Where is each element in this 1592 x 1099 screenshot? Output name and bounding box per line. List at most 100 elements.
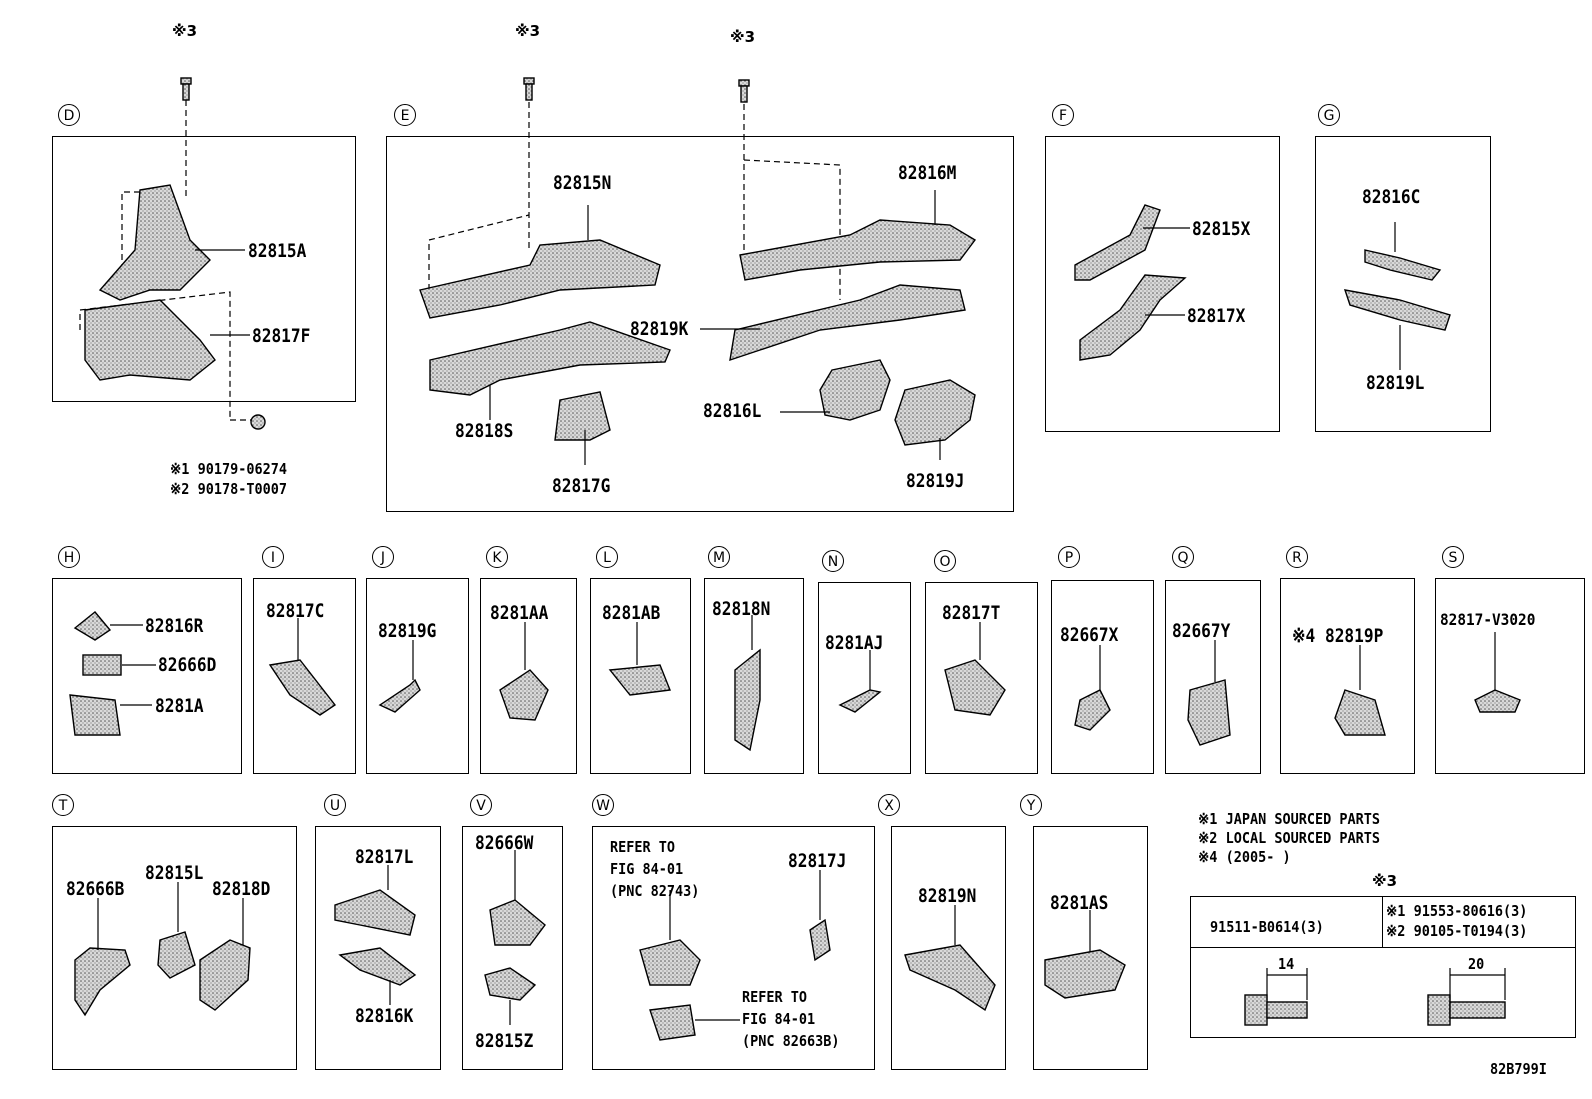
part-number: 8281AS	[1050, 892, 1109, 914]
bolt-part-right: ※2 90105-T0194(3)	[1386, 922, 1528, 940]
part-number: 82815X	[1192, 218, 1251, 240]
section-n-box	[818, 582, 911, 774]
ref-note: ※3	[730, 28, 756, 46]
part-number: 8281AA	[490, 602, 549, 624]
part-82818n-shape	[734, 648, 761, 752]
section-q-box	[1165, 580, 1261, 774]
section-l-box	[590, 578, 691, 774]
part-number: ※4 82819P	[1292, 625, 1384, 647]
section-o-letter: O	[934, 550, 956, 572]
part-82815a-shape	[98, 184, 211, 301]
section-e-letter: E	[394, 104, 416, 126]
section-m-box	[704, 578, 804, 774]
part-number: 82815N	[553, 172, 612, 194]
part-82817t-shape	[944, 659, 1006, 716]
ref-note: ※3	[172, 22, 198, 40]
part-number: 82817F	[252, 325, 311, 347]
part-number: 82818D	[212, 878, 271, 900]
section-k-letter: K	[486, 546, 508, 568]
bolt-table	[1190, 896, 1576, 1038]
section-h-letter: H	[58, 546, 80, 568]
part-number: 82819K	[630, 318, 689, 340]
section-p-box	[1051, 580, 1154, 774]
part-number: 82818S	[455, 420, 514, 442]
section-u-box	[315, 826, 441, 1070]
part-note: ※2 90178-T0007	[170, 480, 287, 498]
clip-icon	[250, 414, 266, 430]
part-82815n-shape	[419, 239, 661, 319]
section-e-box	[386, 136, 1014, 512]
section-s-letter: S	[1442, 546, 1464, 568]
part-82817c-shape	[268, 659, 337, 716]
part-82816c-shape	[1364, 249, 1442, 281]
part-82819l-shape	[1343, 289, 1451, 331]
refer-note: FIG 84-01	[610, 860, 684, 878]
part-8281a-shape	[69, 694, 121, 736]
section-j-letter: J	[372, 546, 394, 568]
part-82816l-shape	[819, 359, 891, 421]
section-q-letter: Q	[1172, 546, 1194, 568]
part-number: 82818N	[712, 598, 771, 620]
part-number: 8281AB	[602, 602, 661, 624]
part-82816k-shape	[338, 947, 417, 986]
diagram-code: 82B799I	[1490, 1060, 1547, 1078]
section-i-box	[253, 578, 356, 774]
part-number: 8281A	[155, 695, 204, 717]
bolt-dimension: 14	[1278, 955, 1295, 973]
part-number: 82667X	[1060, 624, 1119, 646]
part-82818d-shape	[199, 939, 251, 1011]
part-number: 82819L	[1366, 372, 1425, 394]
part-82817g-shape	[554, 391, 611, 441]
part-82815z-shape	[484, 967, 537, 1001]
bolt-part-left: 91511-B0614(3)	[1210, 918, 1324, 936]
section-v-box	[462, 826, 563, 1070]
section-v-letter: V	[470, 794, 492, 816]
section-y-letter: Y	[1020, 794, 1042, 816]
legend-item: ※2 LOCAL SOURCED PARTS	[1198, 829, 1380, 847]
part-82816m-shape	[739, 219, 977, 281]
refer-note: (PNC 82663B)	[742, 1032, 840, 1050]
part-number: 82819N	[918, 885, 977, 907]
part-82667y-shape	[1187, 679, 1231, 746]
section-w-letter: W	[592, 794, 614, 816]
screw-icon	[523, 77, 535, 101]
part-number: 82667Y	[1172, 620, 1231, 642]
bolt-icon	[1244, 994, 1308, 1026]
part-number: 82666W	[475, 832, 534, 854]
bolt-dimension: 20	[1468, 955, 1485, 973]
section-u-letter: U	[324, 794, 346, 816]
section-d-letter: D	[58, 104, 80, 126]
part-8281aj-shape	[838, 689, 882, 713]
part-number: 82815L	[145, 862, 204, 884]
part-number: 82816R	[145, 615, 204, 637]
bolt-icon	[1427, 994, 1506, 1026]
part-number: 82819J	[906, 470, 965, 492]
bolt-part-right: ※1 91553-80616(3)	[1386, 902, 1528, 920]
part-82819n-shape	[904, 944, 996, 1012]
part-number: 82819G	[378, 620, 437, 642]
part-number: 82817L	[355, 846, 414, 868]
part-8281as-shape	[1044, 949, 1126, 999]
part-number: 82815Z	[475, 1030, 534, 1052]
part-8281aa-shape	[499, 669, 549, 721]
part-82743-shape	[639, 939, 701, 986]
part-number: 82817C	[266, 600, 325, 622]
part-number: 82817-V3020	[1440, 610, 1536, 629]
section-o-box	[925, 582, 1038, 774]
part-number: 82666B	[66, 878, 125, 900]
part-82815x-shape	[1074, 204, 1161, 281]
section-x-box	[891, 826, 1006, 1070]
part-number: 82666D	[158, 654, 217, 676]
section-g-letter: G	[1318, 104, 1340, 126]
part-number: 82817J	[788, 850, 847, 872]
part-82816r-shape	[73, 611, 112, 641]
part-number: 82816C	[1362, 186, 1421, 208]
screw-icon	[180, 77, 192, 101]
part-82666b-shape	[74, 947, 131, 1017]
part-8281ab-shape	[608, 664, 671, 696]
refer-note: FIG 84-01	[742, 1010, 816, 1028]
section-t-box	[52, 826, 297, 1070]
section-d-box	[52, 136, 356, 402]
legend-item: ※4 (2005- )	[1198, 848, 1291, 866]
